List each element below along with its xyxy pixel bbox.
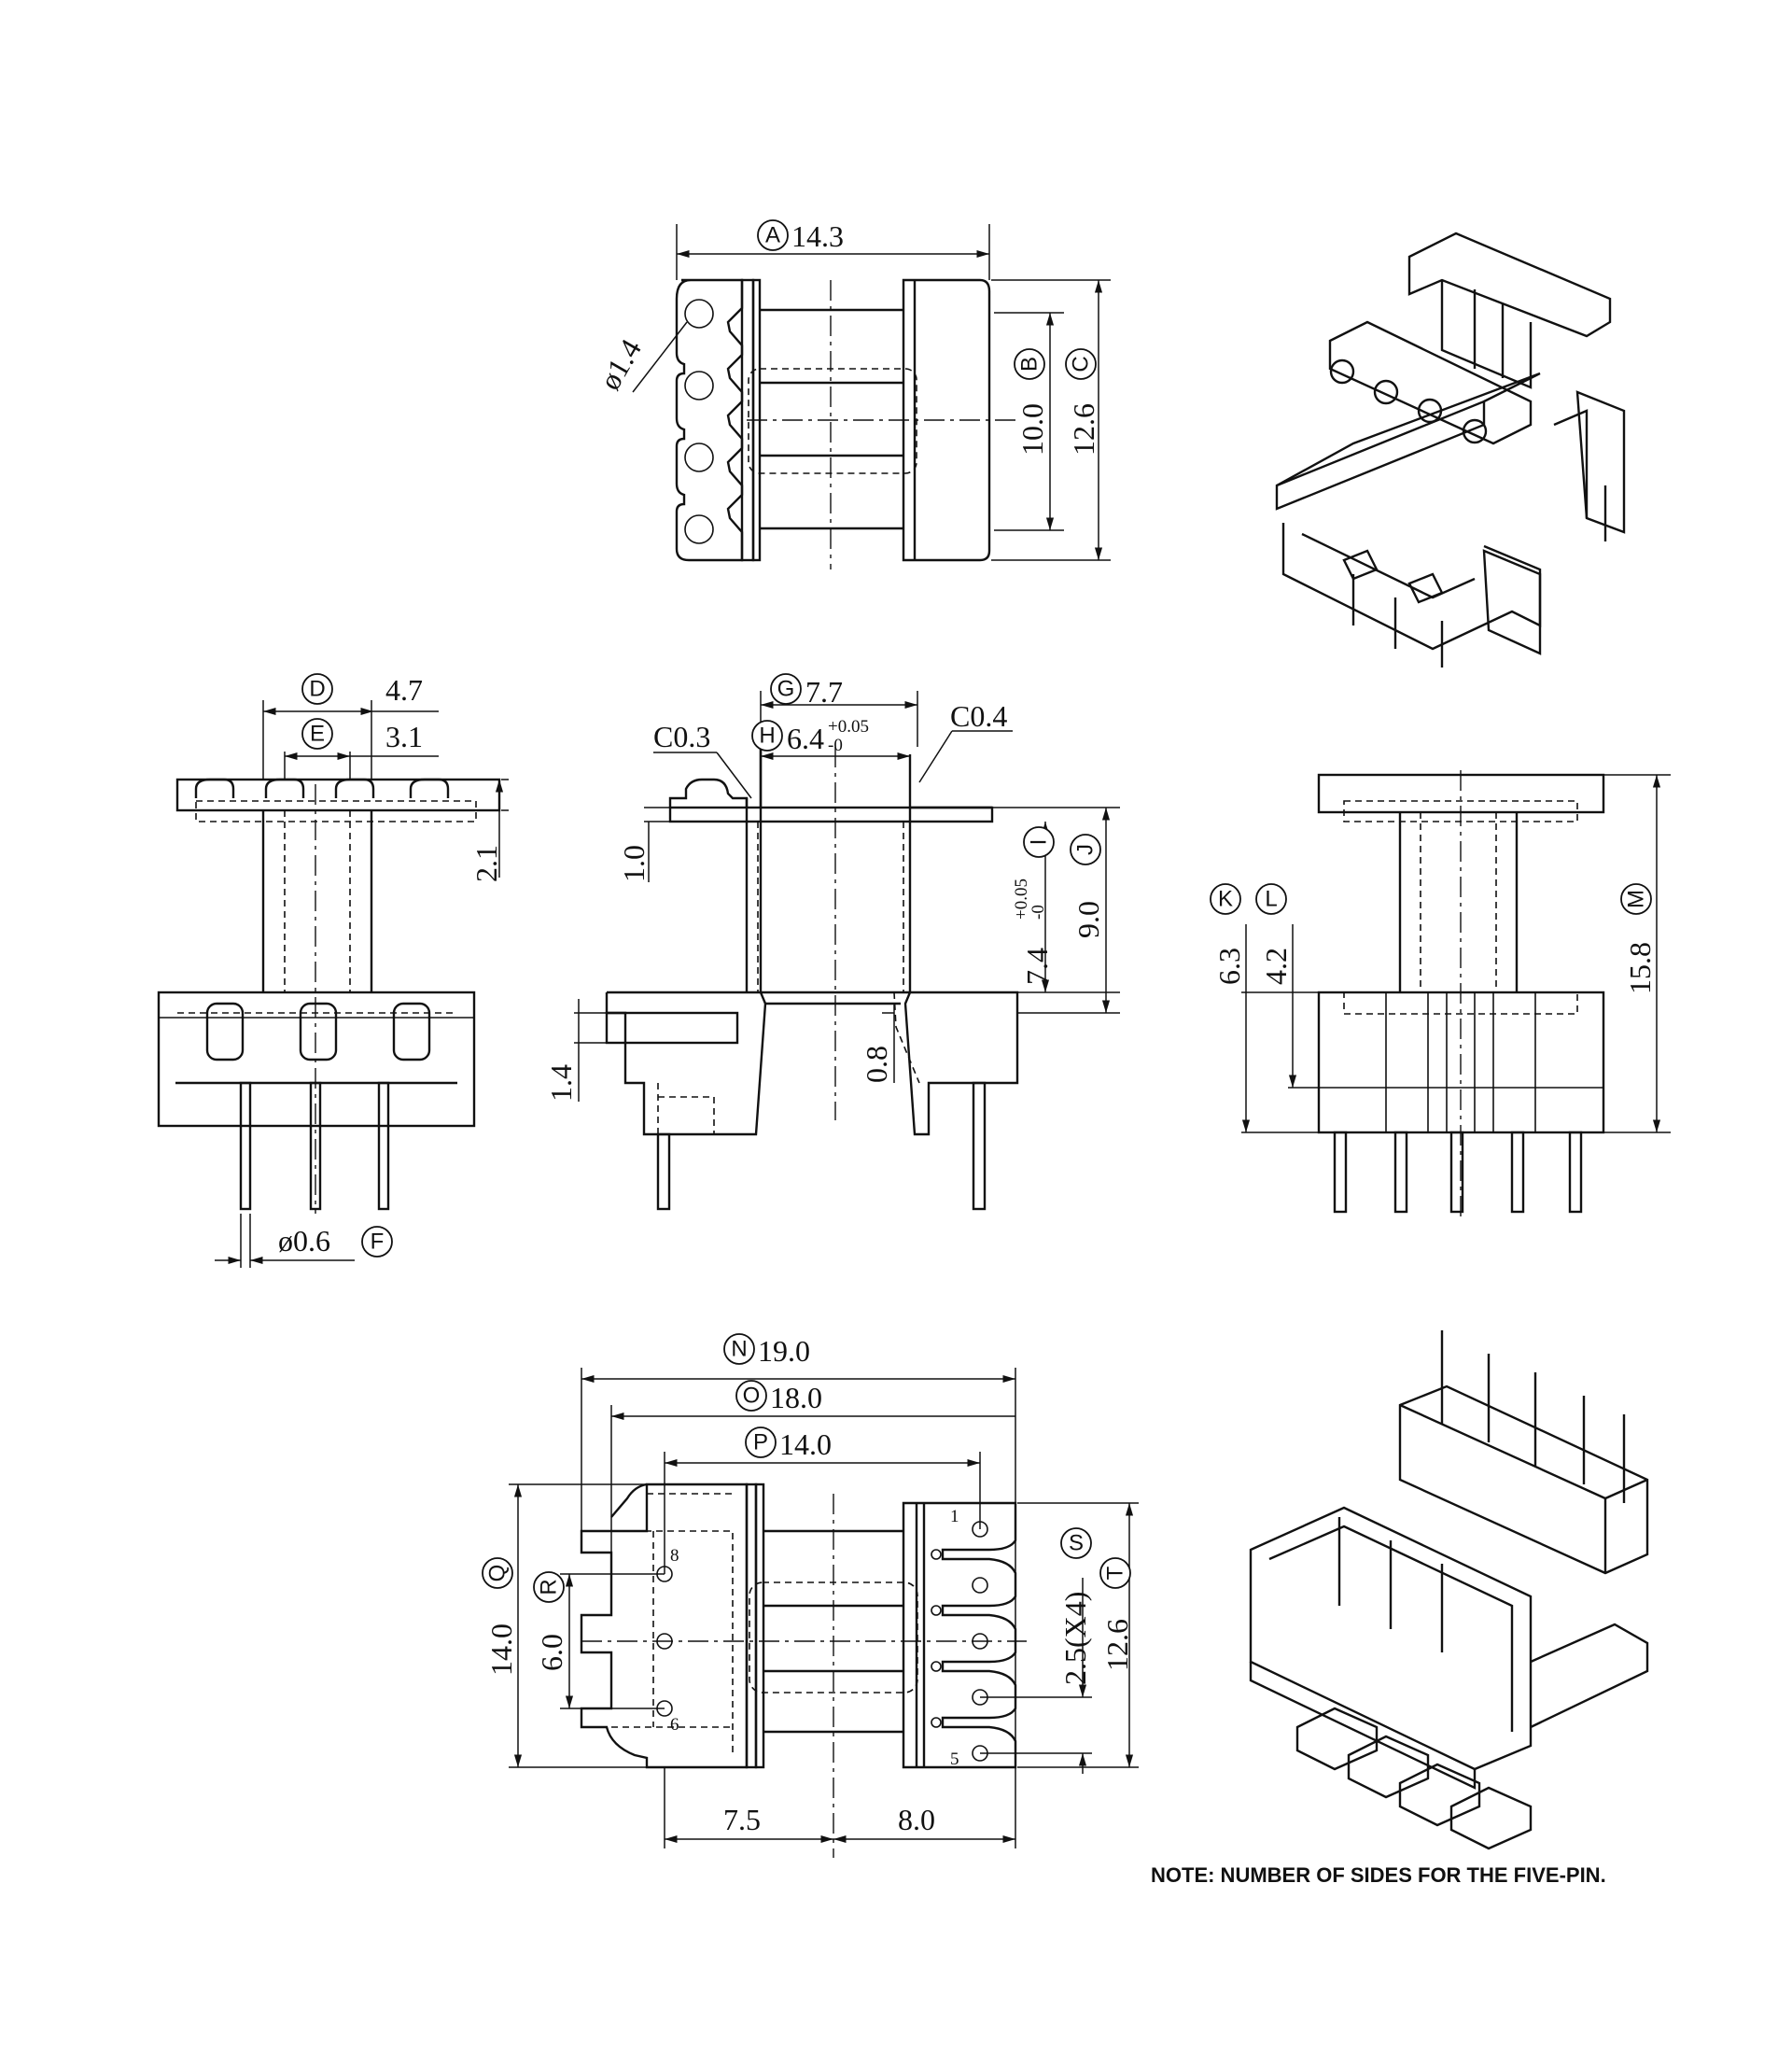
pin-number-5: 5 — [950, 1750, 959, 1769]
dimension-s: S 2.5(X4) — [1058, 1527, 1092, 1685]
step-label: 1.4 — [544, 1064, 578, 1102]
dimension-e: E 3.1 — [301, 718, 423, 753]
svg-text:H: H — [759, 724, 775, 749]
svg-text:+0.05: +0.05 — [828, 717, 869, 737]
svg-text:E: E — [310, 722, 325, 747]
svg-text:14.0: 14.0 — [779, 1427, 832, 1461]
svg-text:4.2: 4.2 — [1259, 948, 1293, 985]
svg-text:F: F — [371, 1230, 385, 1255]
svg-text:7.4: 7.4 — [1020, 948, 1054, 985]
isometric-view-top — [1275, 232, 1626, 668]
svg-text:6.0: 6.0 — [535, 1634, 568, 1671]
svg-text:N: N — [731, 1337, 747, 1362]
svg-text:6.4: 6.4 — [787, 722, 824, 755]
top-view: A 14.3 ø1.4 B 10.0 C 12.6 — [593, 219, 1111, 569]
dimension-b: B 10.0 — [1014, 348, 1049, 456]
dimension-c: C 12.6 — [1065, 348, 1100, 456]
svg-text:T: T — [1103, 1566, 1128, 1580]
isometric-view-bottom — [1249, 1330, 1649, 1850]
dimension-j: J 9.0 — [1070, 834, 1105, 938]
side-view-right: K 6.3 L 4.2 M 15.8 — [1210, 770, 1671, 1218]
bottom-left-dimension: 7.5 — [723, 1803, 761, 1836]
dimension-r: R 6.0 — [533, 1571, 568, 1671]
svg-text:4.7: 4.7 — [385, 673, 423, 707]
svg-text:P: P — [753, 1430, 768, 1455]
dimension-g: G 7.7 — [770, 673, 843, 709]
dimension-i: I 7.4 +0.05 -0 — [1012, 826, 1055, 985]
svg-text:K: K — [1218, 887, 1233, 912]
dimension-f: ø0.6 F — [278, 1224, 393, 1258]
svg-text:14.3: 14.3 — [791, 219, 844, 253]
svg-text:12.6: 12.6 — [1067, 403, 1100, 456]
dimension-m: M 15.8 — [1620, 883, 1657, 994]
chamfer-right-label: C0.4 — [950, 699, 1007, 733]
dimension-q: Q 14.0 — [482, 1557, 518, 1676]
svg-text:Q: Q — [485, 1565, 511, 1582]
dimension-l: L 4.2 — [1255, 883, 1293, 985]
svg-text:7.7: 7.7 — [805, 675, 843, 709]
svg-text:19.0: 19.0 — [758, 1334, 810, 1368]
svg-text:A: A — [765, 223, 780, 248]
svg-text:R: R — [537, 1579, 562, 1595]
svg-text:B: B — [1017, 357, 1043, 372]
pin-hole-label: ø1.4 — [593, 333, 648, 395]
dimension-t: T 12.6 — [1099, 1557, 1134, 1671]
pin-number-6: 6 — [670, 1715, 679, 1735]
bottom-view: 1 5 6 8 N 19.0 O 18.0 P 14.0 — [482, 1333, 1139, 1858]
svg-text:C: C — [1069, 356, 1094, 372]
svg-text:18.0: 18.0 — [770, 1381, 822, 1414]
flange-height-label: 2.1 — [469, 845, 503, 882]
five-pin-note: NOTE: NUMBER OF SIDES FOR THE FIVE-PIN. — [1151, 1863, 1606, 1887]
top-flange-label: 1.0 — [617, 845, 651, 882]
svg-text:D: D — [309, 677, 325, 702]
bottom-right-dimension: 8.0 — [898, 1803, 935, 1836]
svg-text:3.1: 3.1 — [385, 720, 423, 753]
dimension-n: N 19.0 — [723, 1333, 810, 1368]
dimension-d: D 4.7 — [301, 673, 423, 707]
svg-text:2.5(X4): 2.5(X4) — [1058, 1592, 1092, 1685]
slot-label: 0.8 — [860, 1046, 893, 1083]
svg-text:-0: -0 — [828, 736, 843, 755]
pin-number-8: 8 — [670, 1546, 679, 1566]
dimension-k: K 6.3 — [1210, 883, 1246, 985]
svg-text:9.0: 9.0 — [1071, 901, 1105, 938]
svg-text:G: G — [777, 677, 795, 702]
svg-text:S: S — [1069, 1531, 1084, 1556]
dimension-h: H 6.4 +0.05 -0 — [751, 717, 869, 755]
svg-text:6.3: 6.3 — [1212, 948, 1246, 985]
svg-text:10.0: 10.0 — [1015, 403, 1049, 456]
svg-text:I: I — [1027, 839, 1052, 846]
svg-text:ø0.6: ø0.6 — [278, 1224, 330, 1258]
svg-text:+0.05: +0.05 — [1012, 878, 1031, 920]
svg-text:J: J — [1073, 844, 1099, 855]
svg-text:12.6: 12.6 — [1100, 1619, 1134, 1671]
dimension-p: P 14.0 — [745, 1427, 832, 1461]
front-view-left: D 4.7 E 3.1 2.1 ø0.6 F — [157, 673, 509, 1268]
svg-text:14.0: 14.0 — [484, 1623, 518, 1676]
svg-text:15.8: 15.8 — [1623, 942, 1657, 994]
svg-text:M: M — [1624, 890, 1649, 908]
chamfer-left-label: C0.3 — [653, 720, 710, 753]
side-view-center: G 7.7 H 6.4 +0.05 -0 C0.3 C0.4 1.0 I — [544, 673, 1120, 1211]
pin-number-1: 1 — [950, 1507, 959, 1526]
svg-text:-0: -0 — [1029, 905, 1048, 920]
svg-text:O: O — [743, 1384, 761, 1409]
svg-text:L: L — [1265, 887, 1277, 912]
dimension-o: O 18.0 — [735, 1380, 822, 1414]
dimension-a: A 14.3 — [757, 219, 844, 253]
